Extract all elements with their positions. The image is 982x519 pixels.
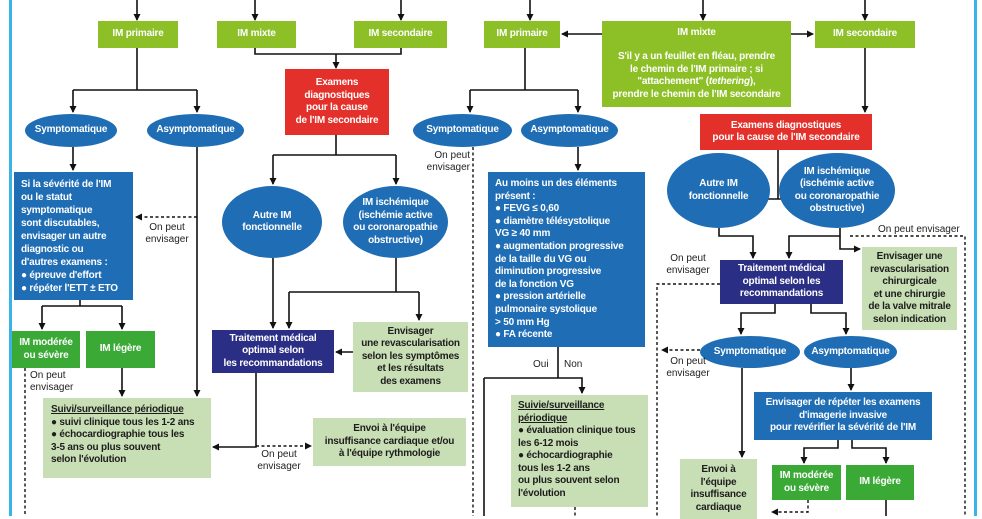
suivie-surveillance-box: Suivie/surveillance périodique ● évaluat…: [511, 395, 648, 507]
autre-im-fonctionnelle-ellipse: Autre IM fonctionnelle: [667, 153, 770, 228]
asymptomatique-ellipse: Asymptomatique: [804, 336, 897, 368]
connector-arrow-24: [212, 373, 257, 451]
suivie-body: ● évaluation clinique tous les 6-12 mois…: [518, 425, 636, 499]
connector-arrow-52: [851, 440, 890, 464]
on-peut-envisager-label: On peut envisager: [145, 222, 189, 245]
im-secondaire-box: IM secondaire: [815, 21, 915, 48]
non-label: Non: [564, 359, 583, 370]
im-secondaire-box: IM secondaire: [354, 21, 447, 48]
suivi-title: Suivi/surveillance périodique: [51, 404, 184, 415]
im-mixte-title: IM mixte: [677, 26, 716, 38]
on-peut-envisager-label: On peut envisager: [878, 224, 960, 235]
connector-arrow-41: [718, 228, 757, 259]
on-peut-envisager-label: On peut envisager: [257, 449, 301, 472]
im-primaire-box: IM primaire: [484, 21, 560, 48]
connector-arrow-51: [800, 440, 839, 464]
on-peut-envisager-label: On peut envisager: [666, 356, 710, 379]
connector-arrow-37: [483, 347, 559, 516]
envoi-equipe-box: Envoi à l'équipe insuffisance cardiaque …: [313, 418, 466, 466]
im-legere-box: IM légère: [86, 331, 155, 368]
envoi-equipe-box: Envoi à l'équipe insuffisance cardiaque: [680, 459, 757, 519]
connector-arrow-16: [273, 135, 396, 156]
symptomatique-ellipse: Symptomatique: [700, 336, 800, 368]
connector-arrow-42: [785, 228, 841, 259]
suivie-title: Suivie/surveillance périodique: [518, 400, 605, 424]
oui-label: Oui: [533, 359, 549, 370]
criteres-elements-box: Au moins un des éléments présent : ● FEV…: [488, 172, 645, 347]
im-moderee-severe-box: IM modérée ou sévère: [772, 465, 841, 500]
autre-im-fonctionnelle-ellipse: Autre IM fonctionnelle: [222, 186, 322, 258]
connector-arrow-38: [484, 377, 586, 394]
connector-arrow-5: [73, 48, 197, 91]
severite-discutable-box: Si la sévérité de l'IM ou le statut symp…: [14, 172, 133, 300]
connector-arrow-20: [289, 258, 419, 293]
left-panel-border: [9, 0, 12, 516]
dashed-connector-53: [771, 500, 809, 516]
im-mixte-box: IM mixte S'il y a un feuillet en fléau, …: [602, 21, 791, 107]
on-peut-envisager-label: On peut envisager: [426, 150, 470, 173]
on-peut-envisager-label: On peut envisager: [666, 253, 710, 276]
envisager-revascularisation-box: Envisager une revascularisation selon le…: [353, 322, 468, 392]
im-moderee-severe-box: IM modérée ou sévère: [12, 331, 80, 368]
im-ischemique-ellipse: IM ischémique (ischémie active ou corona…: [343, 186, 448, 258]
examens-diagnostiques-box: Examens diagnostiques pour la cause de l…: [700, 114, 872, 150]
im-ischemique-ellipse: IM ischémique (ischémie active ou corona…: [779, 153, 895, 228]
im-mixte-box: IM mixte: [217, 21, 296, 48]
connector-arrow-33: [470, 48, 578, 91]
symptomatique-ellipse: Symptomatique: [413, 114, 512, 147]
asymptomatique-ellipse: Asymptomatique: [521, 114, 618, 147]
suivi-body: ● suivi clinique tous les 1-2 ans ● écho…: [51, 416, 195, 466]
on-peut-envisager-label: On peut envisager: [30, 370, 74, 393]
dashed-connector-45: [656, 283, 720, 516]
asymptomatique-ellipse: Asymptomatique: [147, 114, 244, 147]
connector-arrow-43: [839, 236, 861, 253]
im-mixte-body: S'il y a un feuillet en fléau, prendre l…: [612, 51, 781, 100]
repeter-examens-box: Envisager de répéter les examens d'image…: [754, 392, 932, 440]
envisager-revascularisation-chirurgicale-box: Envisager une revascularisation chirurgi…: [862, 247, 957, 330]
right-panel-border: [974, 0, 977, 516]
symptomatique-ellipse: Symptomatique: [25, 114, 117, 147]
im-legere-box: IM légère: [846, 465, 914, 500]
connector-arrow-11: [42, 300, 122, 307]
connector-arrow-46: [737, 304, 776, 335]
traitement-medical-box: Traitement médical optimal selon les rec…: [212, 330, 334, 373]
connector-arrow-47: [810, 304, 850, 335]
connector-arrow-3: [254, 48, 402, 55]
im-primaire-box: IM primaire: [98, 21, 178, 48]
suivi-surveillance-box: Suivi/surveillance périodique ● suivi cl…: [43, 398, 211, 478]
examens-diagnostiques-box: Examens diagnostiques pour la cause de l…: [285, 69, 389, 135]
traitement-medical-box: Traitement médical optimal selon les rec…: [720, 260, 843, 304]
